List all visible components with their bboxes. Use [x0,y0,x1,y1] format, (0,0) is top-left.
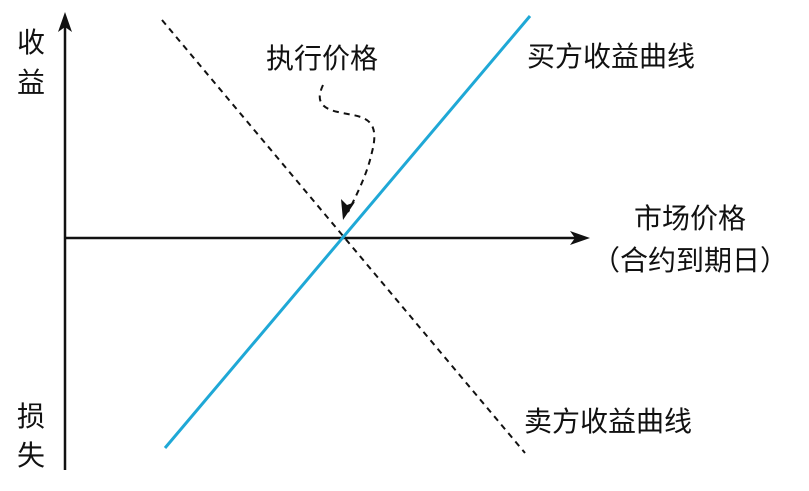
x-axis-arrowhead [570,231,590,245]
strike-price-pointer-arrowhead [341,199,355,220]
y-axis-top-label-2: 益 [17,66,45,99]
x-axis-sublabel: （合约到期日） [592,244,788,277]
y-axis-arrowhead [58,12,72,32]
buyer-payoff-curve [163,15,532,449]
x-axis-label: 市场价格 [634,202,746,235]
seller-curve-label: 卖方收益曲线 [524,405,692,438]
y-axis-bottom-label-2: 失 [17,439,45,472]
buyer-curve-label: 买方收益曲线 [527,40,695,73]
strike-price-pointer [318,84,376,213]
strike-price-label: 执行价格 [266,42,378,75]
y-axis-bottom-label-1: 损 [17,400,45,433]
y-axis-top-label-1: 收 [17,26,45,59]
